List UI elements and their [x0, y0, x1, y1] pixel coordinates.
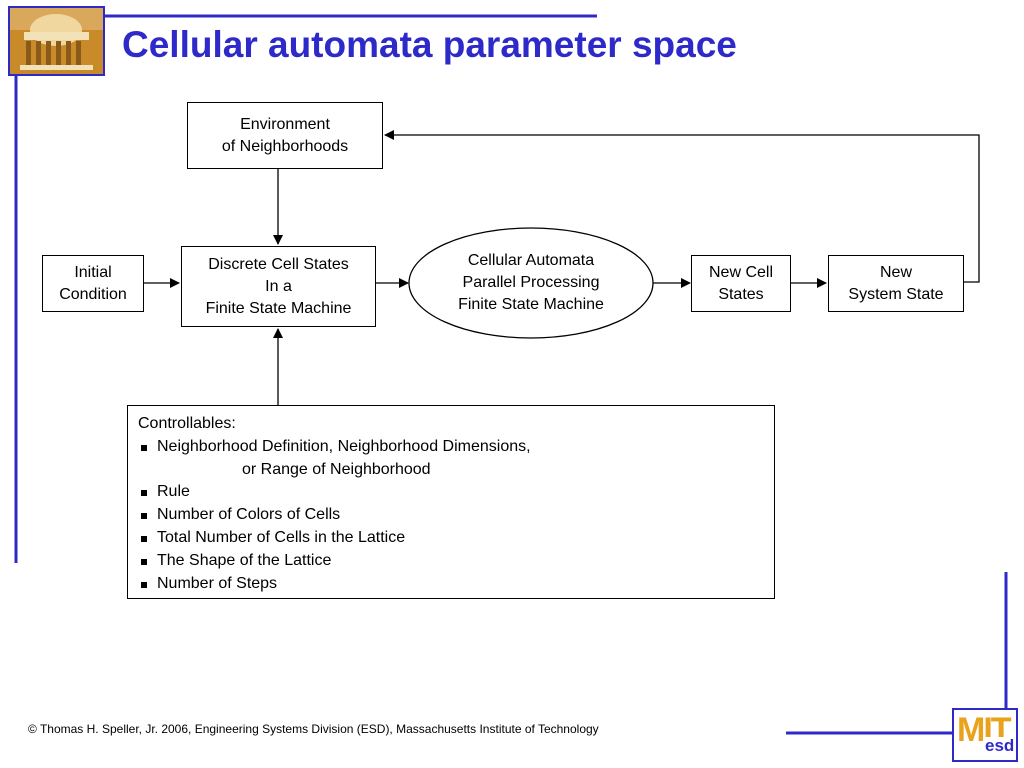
controllables-heading: Controllables: [138, 415, 236, 432]
list-item-text: Rule [157, 483, 190, 501]
list-item: Number of Colors of Cells [138, 504, 764, 527]
list-item: The Shape of the Lattice [138, 550, 764, 573]
dome-logo [8, 6, 105, 76]
copyright-footer: © Thomas H. Speller, Jr. 2006, Engineeri… [28, 722, 599, 736]
new-system-line-1: New [879, 263, 912, 281]
list-item-text: Total Number of Cells in the Lattice [157, 528, 406, 546]
mit-esd-logo: MIT esd [952, 708, 1018, 762]
list-item-text: The Shape of the Lattice [157, 551, 332, 569]
discrete-states-line-1: Discrete Cell States [208, 255, 349, 273]
initial-condition-line-1: Initial [74, 263, 112, 281]
environment-line-2: of Neighborhoods [221, 137, 349, 155]
ca-line-1: Cellular Automata [467, 252, 595, 269]
list-item: Total Number of Cells in the Lattice [138, 527, 764, 550]
page-title: Cellular automata parameter space [122, 24, 737, 65]
initial-condition-line-2: Condition [59, 285, 127, 303]
list-item-continuation: or Range of Neighborhood [242, 460, 431, 478]
list-item: Rule [138, 481, 764, 504]
discrete-states-line-2: In a [265, 277, 292, 295]
list-item-text: Number of Steps [157, 574, 278, 592]
cellular-automata-ellipse [408, 227, 654, 339]
esd-logo-text: esd [984, 736, 1016, 755]
initial-condition-box: Initial Condition [42, 255, 144, 312]
discrete-states-line-3: Finite State Machine [205, 299, 352, 317]
new-cell-line-1: New Cell [708, 263, 773, 281]
new-cell-states-box: New Cell States [691, 255, 791, 312]
ca-line-2: Parallel Processing [462, 274, 600, 291]
environment-box: Environment of Neighborhoods [187, 102, 383, 169]
new-cell-line-2: States [718, 285, 764, 303]
controllables-list: Neighborhood Definition, Neighborhood Di… [138, 436, 764, 596]
controllables-box: Controllables: Neighborhood Definition, … [127, 405, 775, 599]
new-system-state-box: New System State [828, 255, 964, 312]
new-system-line-2: System State [848, 285, 944, 303]
ca-line-3: Finite State Machine [458, 296, 604, 313]
list-item: Number of Steps [138, 573, 764, 596]
feedback-arrow [384, 130, 980, 283]
discrete-cell-states-box: Discrete Cell States In a Finite State M… [181, 246, 376, 327]
list-item-text: Number of Colors of Cells [157, 506, 341, 524]
list-item-text: Neighborhood Definition, Neighborhood Di… [157, 437, 531, 455]
cellular-automata-label: Cellular Automata Parallel Processing Fi… [409, 250, 653, 316]
environment-line-1: Environment [240, 115, 330, 133]
list-item: Neighborhood Definition, Neighborhood Di… [138, 436, 764, 482]
